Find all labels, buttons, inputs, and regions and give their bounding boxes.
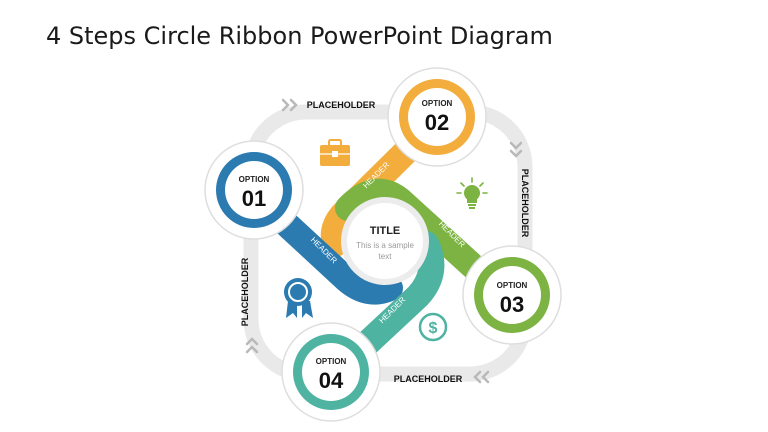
center-subtitle-line1: This is a sample xyxy=(356,241,414,250)
placeholder-label-top: PLACEHOLDER xyxy=(307,100,376,110)
page-title: 4 Steps Circle Ribbon PowerPoint Diagram xyxy=(46,22,553,50)
option-number-02: 02 xyxy=(425,110,449,135)
option-number-04: 04 xyxy=(319,368,344,393)
chevron-arrows xyxy=(245,98,523,384)
center-title: TITLE xyxy=(370,225,401,237)
option-circle-03: OPTION 03 xyxy=(462,245,562,345)
option-number-03: 03 xyxy=(500,292,524,317)
option-label-02: OPTION xyxy=(422,99,453,108)
option-number-01: 01 xyxy=(242,186,266,211)
option-circle-01: OPTION 01 xyxy=(204,140,304,240)
center-subtitle-line2: text xyxy=(379,252,393,261)
placeholder-label-right: PLACEHOLDER xyxy=(520,169,530,238)
dollar-icon: $ xyxy=(418,312,448,342)
lightbulb-icon xyxy=(456,177,488,209)
option-label-01: OPTION xyxy=(239,175,270,184)
option-circle-04: OPTION 04 xyxy=(281,322,381,422)
option-label-04: OPTION xyxy=(316,357,347,366)
option-circle-02: OPTION 02 xyxy=(387,67,487,167)
center-circle: TITLE This is a sample text xyxy=(341,197,429,285)
award-ribbon-icon xyxy=(284,278,313,318)
svg-text:$: $ xyxy=(429,320,438,337)
placeholder-label-left: PLACEHOLDER xyxy=(240,257,250,326)
ribbon-band-04 xyxy=(317,231,445,391)
option-label-03: OPTION xyxy=(497,281,528,290)
placeholder-label-bottom: PLACEHOLDER xyxy=(394,374,463,384)
ribbon-band-01 xyxy=(242,182,403,305)
briefcase-icon xyxy=(320,139,350,166)
